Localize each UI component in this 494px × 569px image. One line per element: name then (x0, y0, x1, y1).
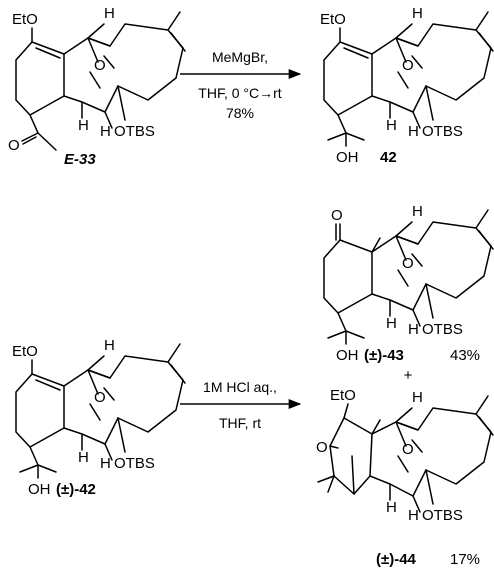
rac44-yield: 17% (450, 551, 480, 568)
c42-bonds (323, 11, 494, 147)
c42-h-mid1: H (386, 117, 397, 134)
reaction1-yield: 78% (226, 105, 254, 121)
c42-h-top: H (412, 5, 423, 22)
reaction1-conditions: MeMgBr, THF, 0 °C→rt 78% (180, 49, 302, 121)
rac44-pyran-o: O (316, 439, 328, 456)
compound-rac43: O OH O H H H OTBS (±)-43 43% (323, 203, 494, 364)
plus-sign: + (404, 367, 413, 384)
rac42-h-mid1: H (78, 449, 89, 466)
reaction1-solvent: THF, 0 °C→rt (198, 85, 281, 101)
rac44-h-mid2: H (408, 507, 419, 524)
rac42-h-top: H (104, 337, 115, 354)
rac42-otbs: OTBS (114, 455, 155, 472)
e33-h-mid1: H (78, 117, 89, 134)
compound-42: EtO OH O H H H OTBS 42 (320, 5, 494, 166)
compound-e33: EtO O O H H H OTBS E-33 (8, 5, 186, 168)
c42-hydroxyl: OH (336, 149, 359, 166)
rac43-h-mid1: H (386, 315, 397, 332)
rac42-ethoxy: EtO (12, 343, 38, 360)
rac42-hydroxyl: OH (28, 481, 51, 498)
c42-otbs: OTBS (422, 123, 463, 140)
e33-bonds (15, 11, 186, 151)
c42-h-mid2: H (408, 123, 419, 140)
compound-rac44: EtO O O H H H OTBS (±)-44 17% (316, 387, 494, 568)
compound-rac42: EtO OH O H H H OTBS (±)-42 (12, 337, 186, 498)
reaction1-reagent: MeMgBr, (212, 49, 268, 65)
c42-label: 42 (380, 149, 397, 166)
c42-ethoxy: EtO (320, 11, 346, 28)
reaction2-conditions: 1M HCl aq., THF, rt (180, 379, 302, 431)
rac44-ethoxy: EtO (330, 387, 356, 404)
rac42-bonds (15, 343, 186, 479)
rac44-label: (±)-44 (376, 551, 417, 568)
e33-h-mid2: H (100, 123, 111, 140)
rac42-ring-o: O (94, 389, 106, 406)
e33-label: E-33 (64, 151, 96, 168)
rac42-label: (±)-42 (56, 481, 96, 498)
e33-ring-o: O (94, 57, 106, 74)
rac43-label: (±)-43 (364, 347, 404, 364)
rac42-h-mid2: H (100, 455, 111, 472)
rac43-bonds (323, 209, 494, 345)
e33-ethoxy: EtO (12, 11, 38, 28)
e33-carbonyl-o: O (8, 137, 20, 154)
rac43-hydroxyl: OH (336, 347, 359, 364)
rac43-ketone-o: O (331, 207, 343, 224)
rac44-otbs: OTBS (422, 507, 463, 524)
rac43-otbs: OTBS (422, 321, 463, 338)
rac43-yield: 43% (450, 347, 480, 364)
e33-otbs: OTBS (114, 123, 155, 140)
reaction2-solvent: THF, rt (219, 415, 261, 431)
rac44-h-top: H (412, 389, 423, 406)
rac44-ring-o: O (402, 441, 414, 458)
rac44-h-mid1: H (386, 499, 397, 516)
rac43-ring-o: O (402, 255, 414, 272)
rac43-h-top: H (412, 203, 423, 220)
e33-h-top: H (104, 5, 115, 22)
reaction2-reagent: 1M HCl aq., (203, 379, 277, 395)
rac43-h-mid2: H (408, 321, 419, 338)
c42-ring-o: O (402, 57, 414, 74)
rac44-bonds (317, 395, 494, 513)
